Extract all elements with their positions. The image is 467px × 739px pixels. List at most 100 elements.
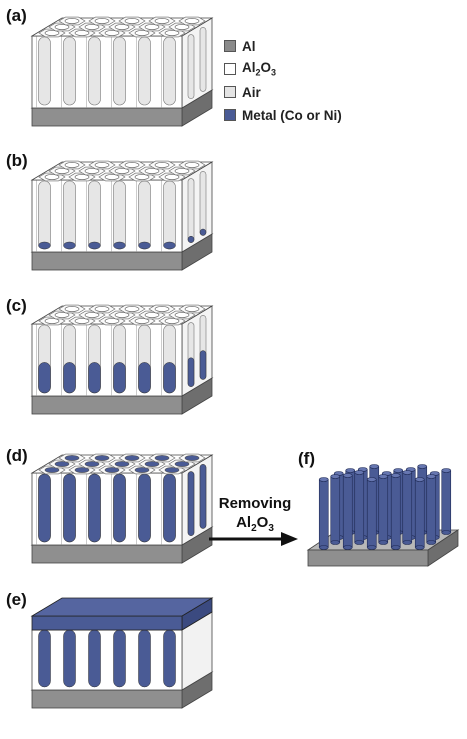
side-pore-metal bbox=[188, 472, 194, 536]
pore-opening bbox=[185, 306, 199, 311]
nanowire-body bbox=[403, 473, 412, 543]
metal-overlayer-top bbox=[32, 598, 212, 616]
front-pore-metal bbox=[114, 242, 126, 249]
nanowire-body bbox=[367, 480, 376, 548]
front-pore bbox=[89, 37, 101, 105]
front-pore-metal bbox=[114, 362, 126, 393]
nanowire-base bbox=[343, 546, 352, 550]
nanowire-body bbox=[343, 476, 352, 548]
side-pore-metal bbox=[200, 351, 206, 380]
pore-opening bbox=[155, 18, 169, 23]
side-pore bbox=[200, 27, 206, 91]
front-pore-metal bbox=[64, 474, 76, 542]
nanowire-body bbox=[427, 477, 436, 543]
nanowire-body bbox=[355, 473, 364, 543]
alumina-front-face bbox=[32, 630, 182, 690]
pore-opening bbox=[155, 162, 169, 167]
pore-opening bbox=[95, 162, 109, 167]
front-pore-metal bbox=[114, 630, 126, 687]
side-pore-metal bbox=[188, 236, 194, 242]
nanowire-tip bbox=[391, 474, 400, 478]
front-pore-metal bbox=[39, 474, 51, 542]
overgrown-layer-diagram-e bbox=[20, 590, 220, 730]
front-pore bbox=[164, 37, 176, 105]
nanowire-tip bbox=[403, 471, 412, 475]
nanowire-tip bbox=[370, 465, 379, 469]
nanowire-base bbox=[379, 541, 388, 545]
nanowire-tip bbox=[343, 474, 352, 478]
legend-swatch-al bbox=[224, 40, 236, 52]
front-pore bbox=[139, 37, 151, 105]
front-pore bbox=[64, 181, 76, 249]
pore-opening bbox=[65, 18, 79, 23]
front-pore-metal bbox=[89, 242, 101, 249]
metal-overlayer-front bbox=[32, 616, 182, 630]
nanowire-tip bbox=[427, 475, 436, 479]
pore-opening-metal bbox=[95, 455, 109, 460]
nanowire-body bbox=[319, 480, 328, 548]
front-pore bbox=[114, 181, 126, 249]
alumina-front-face bbox=[32, 36, 182, 108]
legend-item-air: Air bbox=[224, 82, 342, 102]
pore-opening bbox=[125, 162, 139, 167]
nanowire-tip bbox=[394, 469, 403, 473]
front-pore-metal bbox=[64, 362, 76, 393]
front-pore-metal bbox=[139, 362, 151, 393]
nanowire-tip bbox=[319, 478, 328, 482]
pore-opening-metal bbox=[125, 455, 139, 460]
pore-opening bbox=[95, 18, 109, 23]
aluminum-substrate-front bbox=[32, 396, 182, 414]
nanowire-tip bbox=[367, 478, 376, 482]
pore-opening-metal bbox=[65, 455, 79, 460]
nanowire-base bbox=[391, 546, 400, 550]
nanowire-body bbox=[415, 480, 424, 548]
nanowire-base bbox=[403, 541, 412, 545]
front-pore-metal bbox=[164, 630, 176, 687]
nanowire-body bbox=[331, 477, 340, 543]
front-pore-metal bbox=[139, 630, 151, 687]
nanowire-base bbox=[367, 546, 376, 550]
front-pore bbox=[164, 181, 176, 249]
legend-swatch-al2o3 bbox=[224, 63, 236, 75]
process-arrow-icon bbox=[205, 530, 300, 548]
filled-diagram-d bbox=[20, 445, 220, 580]
aluminum-substrate-front bbox=[32, 108, 182, 126]
free-standing-nanowires-diagram-f bbox=[300, 448, 465, 578]
pore-opening-metal bbox=[185, 455, 199, 460]
pore-opening bbox=[125, 306, 139, 311]
legend-swatch-metal bbox=[224, 109, 236, 121]
nanowire-tip bbox=[442, 469, 451, 473]
front-pore bbox=[39, 37, 51, 105]
arrow-caption-line1: Removing bbox=[205, 494, 305, 513]
front-pore-metal bbox=[139, 474, 151, 542]
nanowire-base bbox=[331, 541, 340, 545]
nanowire-base bbox=[355, 541, 364, 545]
legend-label-al: Al bbox=[242, 39, 256, 54]
legend-label-metal: Metal (Co or Ni) bbox=[242, 108, 342, 123]
legend-item-metal: Metal (Co or Ni) bbox=[224, 105, 342, 125]
front-pore-metal bbox=[39, 242, 51, 249]
alumina-front-face bbox=[32, 324, 182, 396]
front-pore-metal bbox=[89, 630, 101, 687]
pore-opening bbox=[65, 162, 79, 167]
aluminum-substrate-front bbox=[32, 690, 182, 708]
nanowire-tip bbox=[418, 465, 427, 469]
alumina-front-face bbox=[32, 180, 182, 252]
template-diagram-a bbox=[20, 8, 220, 143]
legend-swatch-air bbox=[224, 86, 236, 98]
nanowire-tip bbox=[415, 478, 424, 482]
pore-opening bbox=[95, 306, 109, 311]
front-pore bbox=[64, 37, 76, 105]
nanowire-body bbox=[379, 477, 388, 543]
nanowire-body bbox=[391, 476, 400, 548]
legend: Al Al2O3 Air Metal (Co or Ni) bbox=[224, 36, 342, 128]
partial-deposition-diagram-b bbox=[20, 152, 220, 287]
front-pore-metal bbox=[64, 242, 76, 249]
aluminum-substrate-front bbox=[32, 545, 182, 563]
pore-opening bbox=[125, 18, 139, 23]
nanowire-tip bbox=[346, 469, 355, 473]
front-pore bbox=[89, 181, 101, 249]
front-pore-metal bbox=[164, 362, 176, 393]
pore-opening-metal bbox=[155, 455, 169, 460]
aluminum-substrate-front bbox=[308, 550, 428, 566]
